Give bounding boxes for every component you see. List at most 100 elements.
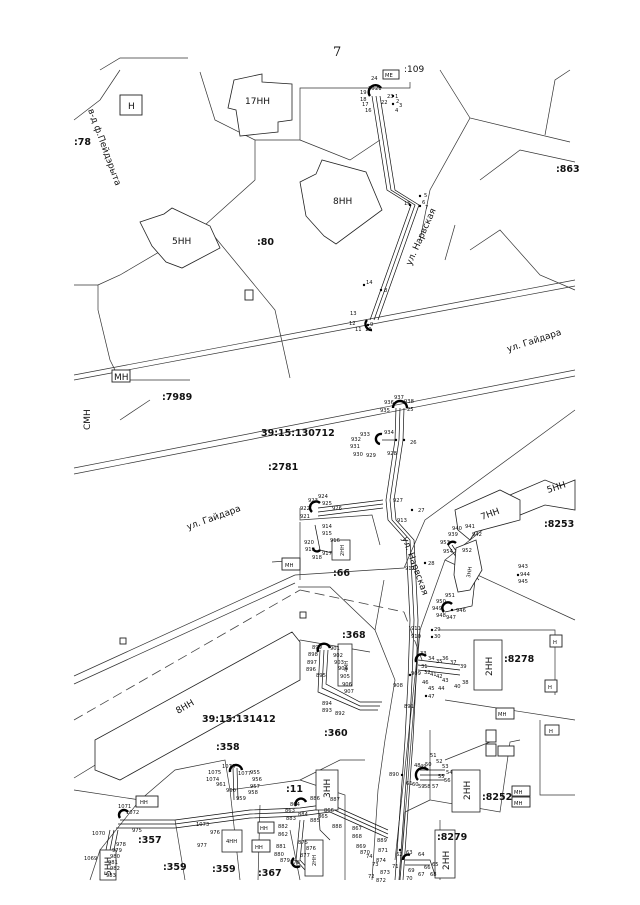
point-883: 883 (286, 816, 296, 822)
building-mn-right-2 (511, 785, 531, 797)
point-959: 959 (236, 796, 246, 802)
parcel-367: :367 (258, 868, 282, 879)
point-41: 41 (430, 672, 437, 678)
point-30: 30 (434, 634, 441, 640)
point-976: 976 (210, 830, 220, 836)
point-893: 893 (322, 708, 332, 714)
point-4: 4 (395, 108, 399, 114)
point-928: 928 (387, 451, 397, 457)
point-942: 942 (472, 532, 482, 538)
point-944: 944 (520, 572, 531, 578)
point-912: 912 (405, 566, 415, 572)
building-17 (227, 73, 293, 137)
parcel-66: :66 (333, 568, 350, 579)
point-921: 921 (300, 514, 310, 520)
point-961: 961 (216, 782, 226, 788)
point-948: 948 (436, 613, 446, 619)
point-36: 36 (442, 656, 449, 662)
building-2nn-8278 (473, 639, 503, 691)
point-72: 72 (368, 874, 375, 880)
point-933: 933 (360, 432, 370, 438)
building-small-4 (119, 637, 127, 645)
point-868: 868 (352, 834, 362, 840)
point-914: 914 (322, 524, 333, 530)
point-945: 945 (518, 579, 528, 585)
point-52: 52 (436, 759, 443, 765)
point-957: 957 (250, 784, 260, 790)
point-955: 955 (250, 770, 260, 776)
building-8-label: 8НН (333, 197, 352, 207)
point-37: 37 (450, 660, 457, 666)
parcel-7989: :7989 (162, 392, 192, 403)
point-1071: 1071 (118, 804, 131, 810)
point-45: 45 (428, 686, 435, 692)
point-932: 932 (351, 437, 361, 443)
point-6: 6 (422, 200, 425, 206)
point-23: 23 (387, 94, 394, 100)
point-67: 67 (418, 872, 425, 878)
point-35: 35 (436, 659, 443, 665)
building-n-top (119, 94, 143, 116)
point-960: 960 (226, 788, 236, 794)
point-876: 876 (306, 846, 316, 852)
point-877: 877 (300, 853, 310, 859)
point-867: 867 (352, 826, 362, 832)
building-nn-bottom-1 (135, 795, 159, 808)
point-63: 63 (406, 850, 413, 856)
point-872: 872 (376, 878, 386, 884)
cable-route-main (99, 407, 480, 881)
building-7nn (454, 489, 521, 541)
point-904: 904 (338, 666, 349, 672)
label-2nn-66: 2НН (340, 545, 346, 556)
point-862: 862 (278, 832, 288, 838)
point-907: 907 (344, 689, 354, 695)
point-977: 977 (197, 843, 207, 849)
building-n-right-2 (544, 679, 558, 693)
parcel-863: :863 (556, 164, 580, 175)
point-939: 939 (448, 532, 458, 538)
point-899: 899 (312, 645, 322, 651)
point-49: 49 (420, 764, 427, 770)
point-28: 28 (428, 561, 435, 567)
point-873: 873 (380, 870, 390, 876)
point-903: 903 (334, 660, 344, 666)
point-911: 911 (411, 626, 421, 632)
point-27: 27 (418, 508, 425, 514)
label-5nn-bottom: 5НН (104, 857, 114, 876)
point-879: 879 (280, 858, 290, 864)
point-15: 15 (404, 201, 411, 207)
street-gaidara-top: ул. Гайдара (506, 328, 563, 355)
building-mn-right (495, 707, 515, 720)
label-mn-66: МН (285, 563, 293, 569)
point-936: 936 (384, 400, 394, 406)
point-931: 931 (350, 444, 360, 450)
point-951: 951 (445, 593, 455, 599)
building-mn-right-3 (511, 796, 531, 808)
building-3nn-11 (315, 769, 339, 811)
point-894: 894 (322, 701, 333, 707)
point-978: 978 (116, 842, 126, 848)
point-69: 69 (408, 868, 415, 874)
point-51: 51 (430, 753, 437, 759)
label-4nn: 4НН (344, 661, 350, 672)
point-897: 897 (307, 660, 317, 666)
parcel-360: :360 (324, 728, 348, 739)
building-5-label: 5НН (172, 237, 191, 247)
building-ill (244, 289, 254, 301)
point-920: 920 (304, 540, 314, 546)
point-943: 943 (518, 564, 528, 570)
point-901: 901 (330, 646, 340, 652)
point-950: 950 (436, 599, 446, 605)
street-narvskaya-top: ул. Нарвская (405, 207, 439, 267)
top-map-panel: :80 :7989 :78 :863 :109 17НН 8НН 5НН Н М… (73, 57, 580, 475)
point-934: 934 (384, 430, 395, 436)
point-12: 12 (349, 321, 356, 327)
point-10: 10 (365, 327, 372, 333)
point-913: 913 (397, 518, 407, 524)
label-n-right-3: Н (549, 729, 553, 735)
point-62: 62 (396, 852, 403, 858)
point-908: 908 (393, 683, 403, 689)
point-73: 73 (372, 862, 379, 868)
point-980: 980 (110, 854, 120, 860)
point-26: 26 (410, 440, 417, 446)
